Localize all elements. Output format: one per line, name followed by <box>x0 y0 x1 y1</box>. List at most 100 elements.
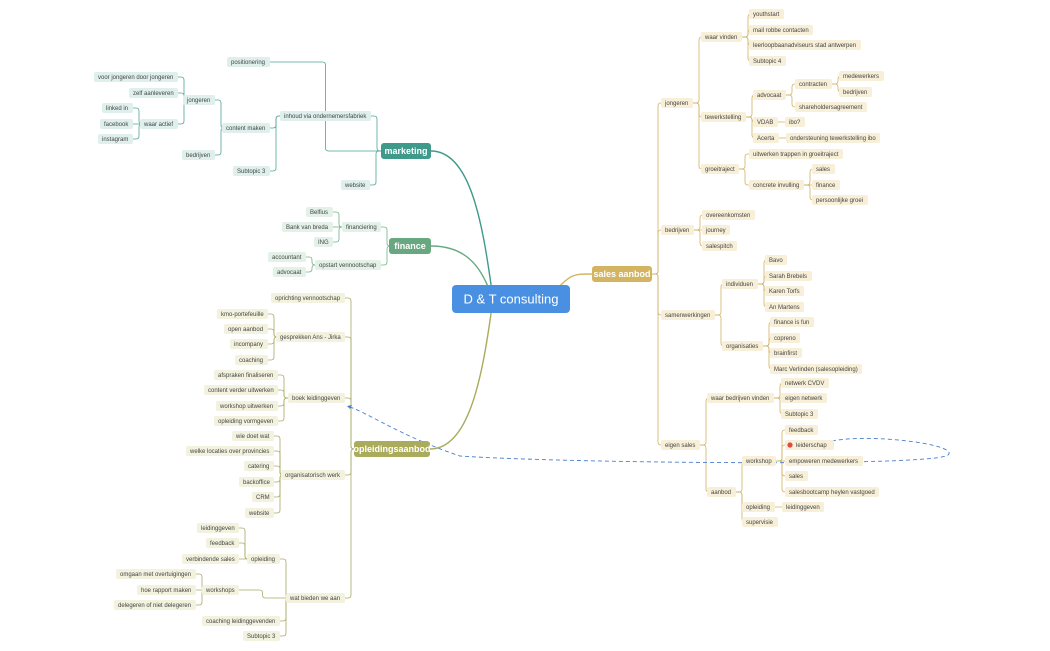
topic-opleiding-delegeren[interactable]: delegeren of niet delegeren <box>114 600 196 610</box>
relationship-line[interactable] <box>346 405 950 464</box>
topic-sales-aanbod[interactable]: aanbod <box>707 487 736 497</box>
topic-sales-finance-fun[interactable]: finance is fun <box>770 317 814 327</box>
topic-sales-marc[interactable]: Marc Verlinden (salesopleiding) <box>770 364 862 374</box>
topic-opleiding-opleiding[interactable]: opleiding <box>247 554 280 564</box>
topic-opleiding-boek[interactable]: boek leidinggeven <box>288 393 345 403</box>
topic-finance-ing[interactable]: ING <box>314 237 333 247</box>
branch-sales[interactable]: sales aanbod <box>592 266 652 282</box>
topic-opleiding-workshops[interactable]: workshops <box>202 585 239 595</box>
topic-sales-vdab[interactable]: VDAB <box>753 117 778 127</box>
topic-opleiding-rapport[interactable]: hoe rapport maken <box>137 585 196 595</box>
topic-marketing-zelf-aanleveren[interactable]: zelf aanleveren <box>129 88 178 98</box>
topic-opleiding-afspraken[interactable]: afspraken finaliseren <box>214 370 278 380</box>
topic-opleiding-crm[interactable]: CRM <box>252 492 274 502</box>
central-topic[interactable]: D & T consulting <box>452 285 570 313</box>
topic-sales-eigen-netwerk[interactable]: eigen netwerk <box>781 393 827 403</box>
topic-opleiding-website[interactable]: website <box>245 508 274 518</box>
topic-opleiding-subtopic[interactable]: Subtopic 3 <box>243 631 280 641</box>
topic-opleiding-organisatorisch[interactable]: organisatorisch werk <box>281 470 345 480</box>
topic-marketing-jongeren[interactable]: jongeren <box>183 95 215 105</box>
topic-finance-belfius[interactable]: Belfius <box>306 207 333 217</box>
topic-opleiding-wat-bieden[interactable]: wat bieden we aan <box>286 593 345 603</box>
topic-opleiding-gesprekken[interactable]: gesprekken Ans - Jirka <box>276 332 345 342</box>
topic-marketing-facebook[interactable]: facebook <box>100 119 133 129</box>
topic-sales-brainfirst[interactable]: brainfirst <box>770 348 802 358</box>
topic-sales-organisaties[interactable]: organisaties <box>722 341 763 351</box>
topic-sales-karen[interactable]: Karen Torfs <box>765 286 804 296</box>
topic-sales-waar-bedrijven[interactable]: waar bedrijven vinden <box>707 393 774 403</box>
topic-opleiding-content[interactable]: content verder uitwerken <box>204 385 278 395</box>
topic-sales-contracten[interactable]: contracten <box>795 79 832 89</box>
topic-opleiding-coaching[interactable]: coaching <box>235 355 268 365</box>
topic-finance-opstart[interactable]: opstart vennootschap <box>315 260 381 270</box>
topic-sales-youthstart[interactable]: youthstart <box>749 9 784 19</box>
topic-sales-groeitraject[interactable]: groeitraject <box>701 164 739 174</box>
topic-opleiding-workshop[interactable]: workshop uitwerken <box>216 401 278 411</box>
topic-opleiding-backoffice[interactable]: backoffice <box>239 477 274 487</box>
branch-opleiding[interactable]: opleidingsaanbod <box>353 441 431 457</box>
topic-sales-advocaat[interactable]: advocaat <box>753 90 786 100</box>
topic-sales-sales-ws[interactable]: sales <box>785 471 808 481</box>
topic-finance-financiering[interactable]: financiering <box>342 222 381 232</box>
topic-sales-ondersteuning[interactable]: ondersteuning tewerkstelling ibo <box>786 133 880 143</box>
topic-opleiding-wie-doet-wat[interactable]: wie doet wat <box>232 431 274 441</box>
topic-marketing-positionering[interactable]: positionering <box>227 57 270 67</box>
topic-marketing-instagram[interactable]: instagram <box>98 134 133 144</box>
topic-opleiding-opleiding-vormgeven[interactable]: opleiding vormgeven <box>214 416 278 426</box>
topic-sales-leiderschap[interactable]: leiderschap <box>785 440 834 450</box>
topic-opleiding-kmo[interactable]: kmo-portefeuille <box>217 309 268 319</box>
topic-opleiding-coaching-lg[interactable]: coaching leidinggevenden <box>202 616 280 626</box>
topic-opleiding-verbindende[interactable]: verbindende sales <box>182 554 239 564</box>
topic-marketing-subtopic[interactable]: Subtopic 3 <box>233 166 270 176</box>
topic-sales-finance[interactable]: finance <box>812 180 840 190</box>
topic-marketing-linkedin[interactable]: linked in <box>102 103 133 113</box>
topic-sales-ibo[interactable]: ibo? <box>785 117 805 127</box>
branch-marketing[interactable]: marketing <box>381 143 431 159</box>
topic-sales-sarah[interactable]: Sarah Brebels <box>765 271 812 281</box>
topic-marketing-waar-actief[interactable]: waar actief <box>140 119 178 129</box>
topic-marketing-bedrijven[interactable]: bedrijven <box>182 150 215 160</box>
topic-opleiding-open-aanbod[interactable]: open aanbod <box>224 324 268 334</box>
topic-sales-overeenkomsten[interactable]: overeenkomsten <box>702 210 755 220</box>
topic-opleiding-locaties[interactable]: welke locaties over provincies <box>186 446 274 456</box>
topic-sales-journey[interactable]: journey <box>702 225 730 235</box>
topic-sales-bedrijven[interactable]: bedrijven <box>661 225 694 235</box>
topic-sales-persoonlijke[interactable]: persoonlijke groei <box>812 195 868 205</box>
topic-sales-workshop[interactable]: workshop <box>742 456 776 466</box>
topic-sales-bavo[interactable]: Bavo <box>765 255 787 265</box>
topic-opleiding-feedback[interactable]: feedback <box>206 538 239 548</box>
topic-opleiding-catering[interactable]: catering <box>244 461 274 471</box>
topic-marketing-website[interactable]: website <box>341 180 370 190</box>
topic-finance-advocaat[interactable]: advocaat <box>273 267 306 277</box>
topic-sales-subtopic3[interactable]: Subtopic 3 <box>781 409 818 419</box>
topic-sales-bootcamp[interactable]: salesbootcamp heylen vastgoed <box>785 487 879 497</box>
topic-opleiding-incompany[interactable]: incompany <box>230 339 268 349</box>
topic-sales-acerta[interactable]: Acerta <box>753 133 779 143</box>
topic-sales-empoweren[interactable]: empoweren medewerkers <box>785 456 863 466</box>
topic-finance-bank-breda[interactable]: Bank van breda <box>282 222 333 232</box>
topic-sales-leidinggeven[interactable]: leidinggeven <box>782 502 824 512</box>
topic-sales-concrete[interactable]: concrete invulling <box>749 180 804 190</box>
topic-sales-jongeren[interactable]: jongeren <box>661 98 693 108</box>
topic-sales-eigen-sales[interactable]: eigen sales <box>661 440 700 450</box>
topic-sales-an[interactable]: An Martens <box>765 302 804 312</box>
topic-sales-subtopic4[interactable]: Subtopic 4 <box>749 56 786 66</box>
topic-sales-mail-robbe[interactable]: mail robbe contacten <box>749 25 813 35</box>
topic-sales-netwerk-cvdv[interactable]: netwerk CVDV <box>781 378 829 388</box>
topic-sales-tewerkstelling[interactable]: tewerkstelling <box>701 112 746 122</box>
topic-opleiding-oprichting[interactable]: oprichting vennootschap <box>271 293 345 303</box>
topic-marketing-inhoud[interactable]: inhoud via ondernemersfabriek <box>280 111 371 121</box>
topic-sales-sales[interactable]: sales <box>812 164 835 174</box>
topic-sales-waar-vinden[interactable]: waar vinden <box>701 32 742 42</box>
topic-marketing-content-maken[interactable]: content maken <box>222 123 270 133</box>
topic-sales-bedrijven-c[interactable]: bedrijven <box>839 87 872 97</box>
topic-finance-accountant[interactable]: accountant <box>268 252 306 262</box>
topic-sales-supervisie[interactable]: supervisie <box>742 517 778 527</box>
branch-finance[interactable]: finance <box>389 238 431 254</box>
topic-sales-individuen[interactable]: individuen <box>722 279 758 289</box>
topic-sales-uitwerken[interactable]: uitwerken trappen in groeitraject <box>749 149 843 159</box>
topic-sales-samenwerkingen[interactable]: samenwerkingen <box>661 310 715 320</box>
topic-sales-opleiding[interactable]: opleiding <box>742 502 775 512</box>
topic-sales-feedback[interactable]: feedback <box>785 425 818 435</box>
topic-sales-medewerkers[interactable]: medewerkers <box>839 71 884 81</box>
